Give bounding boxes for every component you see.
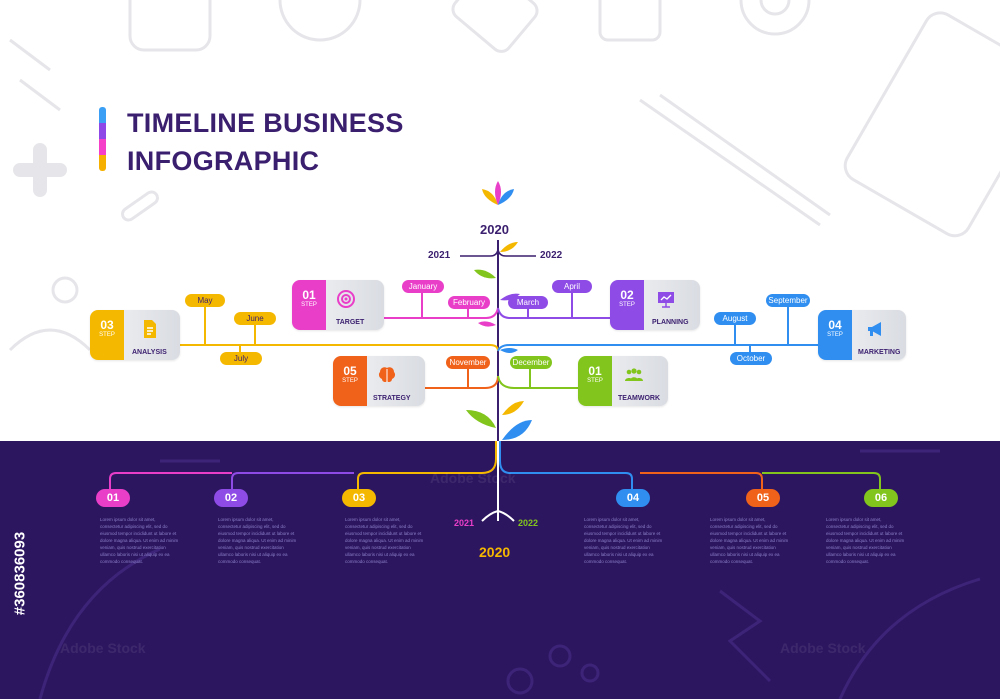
year-top: 2020 — [480, 222, 509, 237]
card-marketing-number: 04 — [828, 318, 842, 332]
bottom-doodles — [38, 449, 981, 699]
step-2-description: Lorem ipsum dolor sit amet, consectetur … — [218, 517, 297, 564]
month-march: March — [508, 296, 548, 309]
card-target-tab: 01 STEP — [292, 280, 326, 330]
page-title: TIMELINE BUSINESS INFOGRAPHIC — [127, 104, 404, 180]
megaphone-icon — [868, 322, 881, 336]
card-teamwork-label: TEAMWORK — [618, 395, 660, 402]
card-strategy-label: STRATEGY — [373, 395, 411, 402]
bottom-year: 2020 — [479, 544, 511, 560]
month-april: April — [552, 280, 592, 293]
card-planning-number: 02 — [620, 288, 634, 302]
card-marketing-tab: 04 STEP — [818, 310, 852, 360]
card-analysis-tab: 03 STEP — [90, 310, 124, 360]
watermark-2: Adobe Stock — [60, 640, 146, 656]
step-6-description: Lorem ipsum dolor sit amet, consectetur … — [826, 517, 905, 564]
step-3-description: Lorem ipsum dolor sit amet, consectetur … — [345, 517, 424, 564]
month-may: May — [185, 294, 225, 307]
step-1-description: Lorem ipsum dolor sit amet, consectetur … — [100, 517, 179, 564]
month-june: June — [234, 312, 276, 325]
card-analysis-number: 03 — [100, 318, 114, 332]
bottom-timeline — [109, 441, 881, 522]
card-target-number: 01 — [302, 288, 316, 302]
card-marketing-step: STEP — [827, 332, 843, 338]
card-target-label: TARGET — [336, 319, 365, 326]
stock-id: #360836093 — [11, 531, 29, 616]
title-accent-bar — [99, 107, 106, 171]
month-january: January — [402, 280, 444, 293]
card-teamwork-number: 01 — [588, 364, 602, 378]
brain-icon — [378, 367, 396, 383]
month-september: September — [766, 294, 810, 307]
card-teamwork-step: STEP — [587, 378, 603, 384]
document-icon — [144, 320, 156, 338]
bottom-year-right: 2022 — [518, 518, 539, 528]
card-planning-tab: 02 STEP — [610, 280, 644, 330]
team-icon — [625, 368, 643, 381]
card-analysis: 03 STEP ANALYSIS — [90, 310, 180, 360]
card-strategy-tab: 05 STEP — [333, 356, 367, 406]
title-line-1: TIMELINE BUSINESS — [127, 108, 404, 138]
month-august: August — [714, 312, 756, 325]
year-right: 2022 — [540, 250, 563, 261]
card-teamwork-tab: 01 STEP — [578, 356, 612, 406]
bottom-step-1: 01 — [96, 489, 130, 507]
year-left: 2021 — [428, 250, 451, 261]
card-marketing-label: MARKETING — [858, 349, 901, 356]
title-line-2: INFOGRAPHIC — [127, 146, 320, 176]
step-4-description: Lorem ipsum dolor sit amet, consectetur … — [584, 517, 663, 564]
card-planning-label: PLANNING — [652, 319, 689, 326]
bottom-step-5: 05 — [746, 489, 780, 507]
bottom-step-2: 02 — [214, 489, 248, 507]
step-5-description: Lorem ipsum dolor sit amet, consectetur … — [710, 517, 789, 564]
watermark-3: Adobe Stock — [780, 640, 866, 656]
month-december: December — [510, 356, 552, 369]
month-february: February — [448, 296, 490, 309]
card-target-step: STEP — [301, 302, 317, 308]
card-strategy-step: STEP — [342, 378, 358, 384]
card-marketing: 04 STEP MARKETING — [818, 310, 906, 360]
card-planning-step: STEP — [619, 302, 635, 308]
bottom-step-4: 04 — [616, 489, 650, 507]
card-strategy: 05 STEP STRATEGY — [333, 356, 425, 406]
card-target: 01 STEP TARGET — [292, 280, 384, 330]
month-october: October — [730, 352, 772, 365]
watermark-1: Adobe Stock — [430, 470, 516, 486]
bottom-panel — [0, 441, 1000, 699]
card-strategy-number: 05 — [343, 364, 357, 378]
card-analysis-label: ANALYSIS — [132, 349, 167, 356]
month-july: July — [220, 352, 262, 365]
target-icon — [337, 290, 355, 308]
month-november: November — [446, 356, 490, 369]
bottom-year-left: 2021 — [454, 518, 475, 528]
card-teamwork: 01 STEP TEAMWORK — [578, 356, 668, 406]
bottom-step-3: 03 — [342, 489, 376, 507]
card-analysis-step: STEP — [99, 332, 115, 338]
card-planning: 02 STEP PLANNING — [610, 280, 700, 330]
bottom-step-6: 06 — [864, 489, 898, 507]
presentation-icon — [658, 292, 674, 308]
background-doodles — [8, 0, 1000, 352]
